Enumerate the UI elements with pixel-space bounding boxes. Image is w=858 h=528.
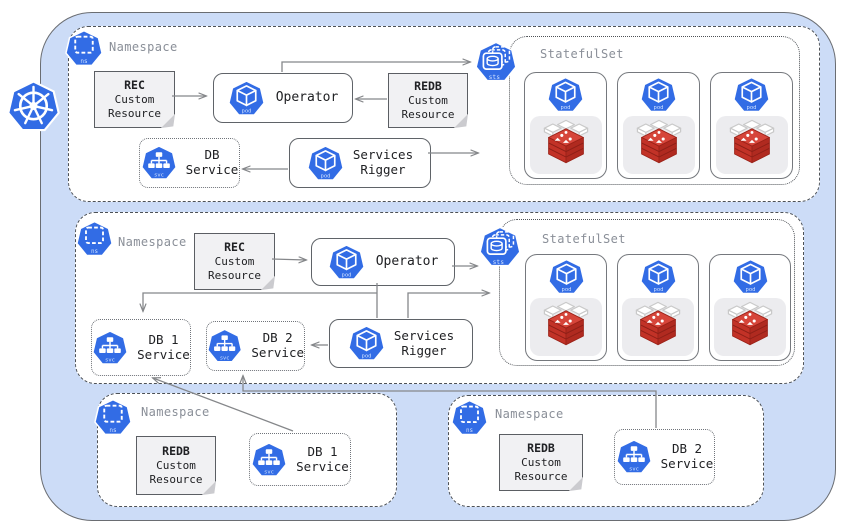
pod-icon: pod (640, 76, 677, 114)
redis-pod: pod (525, 254, 607, 361)
ns-icon: ns (65, 28, 103, 69)
redb-note-title: REDB (414, 78, 442, 93)
svc-icon: svc (207, 327, 243, 365)
operator-label: Operator (275, 90, 339, 106)
note-fold-corner (202, 481, 216, 495)
rec-custom-resource-note: REC Custom Resource (94, 71, 176, 129)
namespace-label: Namespace (495, 407, 564, 421)
namespace-top: ns Namespace REC Custom Resource pod Ope… (65, 26, 820, 202)
rec-custom-resource-note: REC Custom Resource (194, 233, 276, 291)
redis-pod: pod (617, 72, 700, 179)
svc-icon: svc (92, 329, 128, 367)
svg-text:pod: pod (653, 105, 663, 111)
pod-icon: pod (227, 79, 265, 118)
redb-custom-resource-note: REDB Custom Resource (388, 73, 469, 129)
svg-text:pod: pod (341, 272, 351, 278)
svg-text:svc: svc (629, 467, 639, 473)
pod-icon: pod (639, 258, 677, 296)
svg-text:pod: pod (561, 287, 571, 293)
rec-note-title: REC (124, 77, 145, 92)
svg-text:ns: ns (80, 58, 88, 65)
svg-text:sts: sts (493, 259, 505, 266)
namespace-label: Namespace (118, 235, 187, 249)
statefulset-label: StatefulSet (540, 47, 624, 61)
svg-text:svc: svc (154, 173, 164, 179)
ns-icon: ns (451, 398, 488, 438)
svg-text:pod: pod (560, 105, 570, 111)
redis-logo (715, 116, 788, 174)
svc-icon: svc (140, 144, 177, 182)
svg-text:pod: pod (745, 287, 755, 293)
pod-icon: pod (307, 144, 344, 183)
redis-pod: pod (524, 72, 607, 179)
svg-text:pod: pod (320, 173, 330, 179)
statefulset-group: StatefulSet pod (509, 36, 800, 185)
statefulset-label: StatefulSet (542, 232, 626, 246)
rec-note-title: REC (224, 239, 245, 254)
namespace-label: Namespace (141, 405, 210, 419)
operator-node: pod Operator (311, 238, 455, 286)
pod-icon: pod (547, 258, 585, 296)
svc-icon: svc (615, 438, 652, 476)
sts-icon: sts (479, 225, 521, 269)
redis-logo (622, 298, 694, 356)
svg-text:pod: pod (241, 108, 251, 114)
namespace-bottom-right: ns Namespace REDB Custom Resource svc DB… (448, 395, 764, 507)
svg-text:ns: ns (91, 249, 98, 255)
svg-text:svc: svc (264, 469, 274, 475)
pod-icon: pod (547, 76, 584, 114)
svg-text:pod: pod (653, 287, 663, 293)
namespace-label: Namespace (109, 40, 178, 54)
redb-custom-resource-note: REDB Custom Resource (136, 436, 217, 496)
pod-icon: pod (348, 324, 385, 363)
ns-icon: ns (76, 219, 113, 259)
pod-icon: pod (733, 76, 770, 114)
namespace-bottom-left: ns Namespace REDB Custom Resource svc DB… (94, 393, 397, 507)
svg-text:pod: pod (746, 105, 756, 111)
svg-text:svc: svc (105, 357, 115, 363)
redb-custom-resource-note: REDB Custom Resource (499, 434, 584, 492)
note-fold-corner (261, 276, 275, 290)
statefulset-group: StatefulSet pod (499, 219, 795, 366)
svg-text:ns: ns (109, 427, 117, 434)
redb-note-title: REDB (162, 443, 190, 458)
sts-icon: sts (475, 40, 517, 84)
ns-icon: ns (94, 397, 132, 438)
note-fold-corner (161, 114, 175, 128)
redis-logo (530, 298, 602, 356)
redis-pod: pod (710, 72, 793, 179)
note-fold-corner (454, 114, 468, 128)
redb-note-title: REDB (527, 440, 555, 455)
redis-logo (714, 298, 786, 356)
pod-icon: pod (731, 258, 769, 296)
svg-text:ns: ns (466, 428, 473, 434)
svg-text:sts: sts (489, 74, 501, 81)
operator-node: pod Operator (213, 73, 353, 123)
operator-label: Operator (375, 254, 439, 270)
svg-text:pod: pod (361, 354, 371, 360)
svg-text:svc: svc (220, 355, 230, 361)
svc-icon: svc (251, 441, 287, 479)
redis-pod: pod (617, 254, 699, 361)
redis-logo (622, 116, 695, 174)
note-fold-corner (569, 477, 583, 491)
redis-logo (529, 116, 602, 174)
pod-icon: pod (327, 243, 365, 282)
namespace-middle: ns Namespace REC Custom Resource pod Ope… (75, 212, 804, 384)
kubernetes-logo-icon (7, 78, 60, 135)
redis-pod: pod (709, 254, 791, 361)
